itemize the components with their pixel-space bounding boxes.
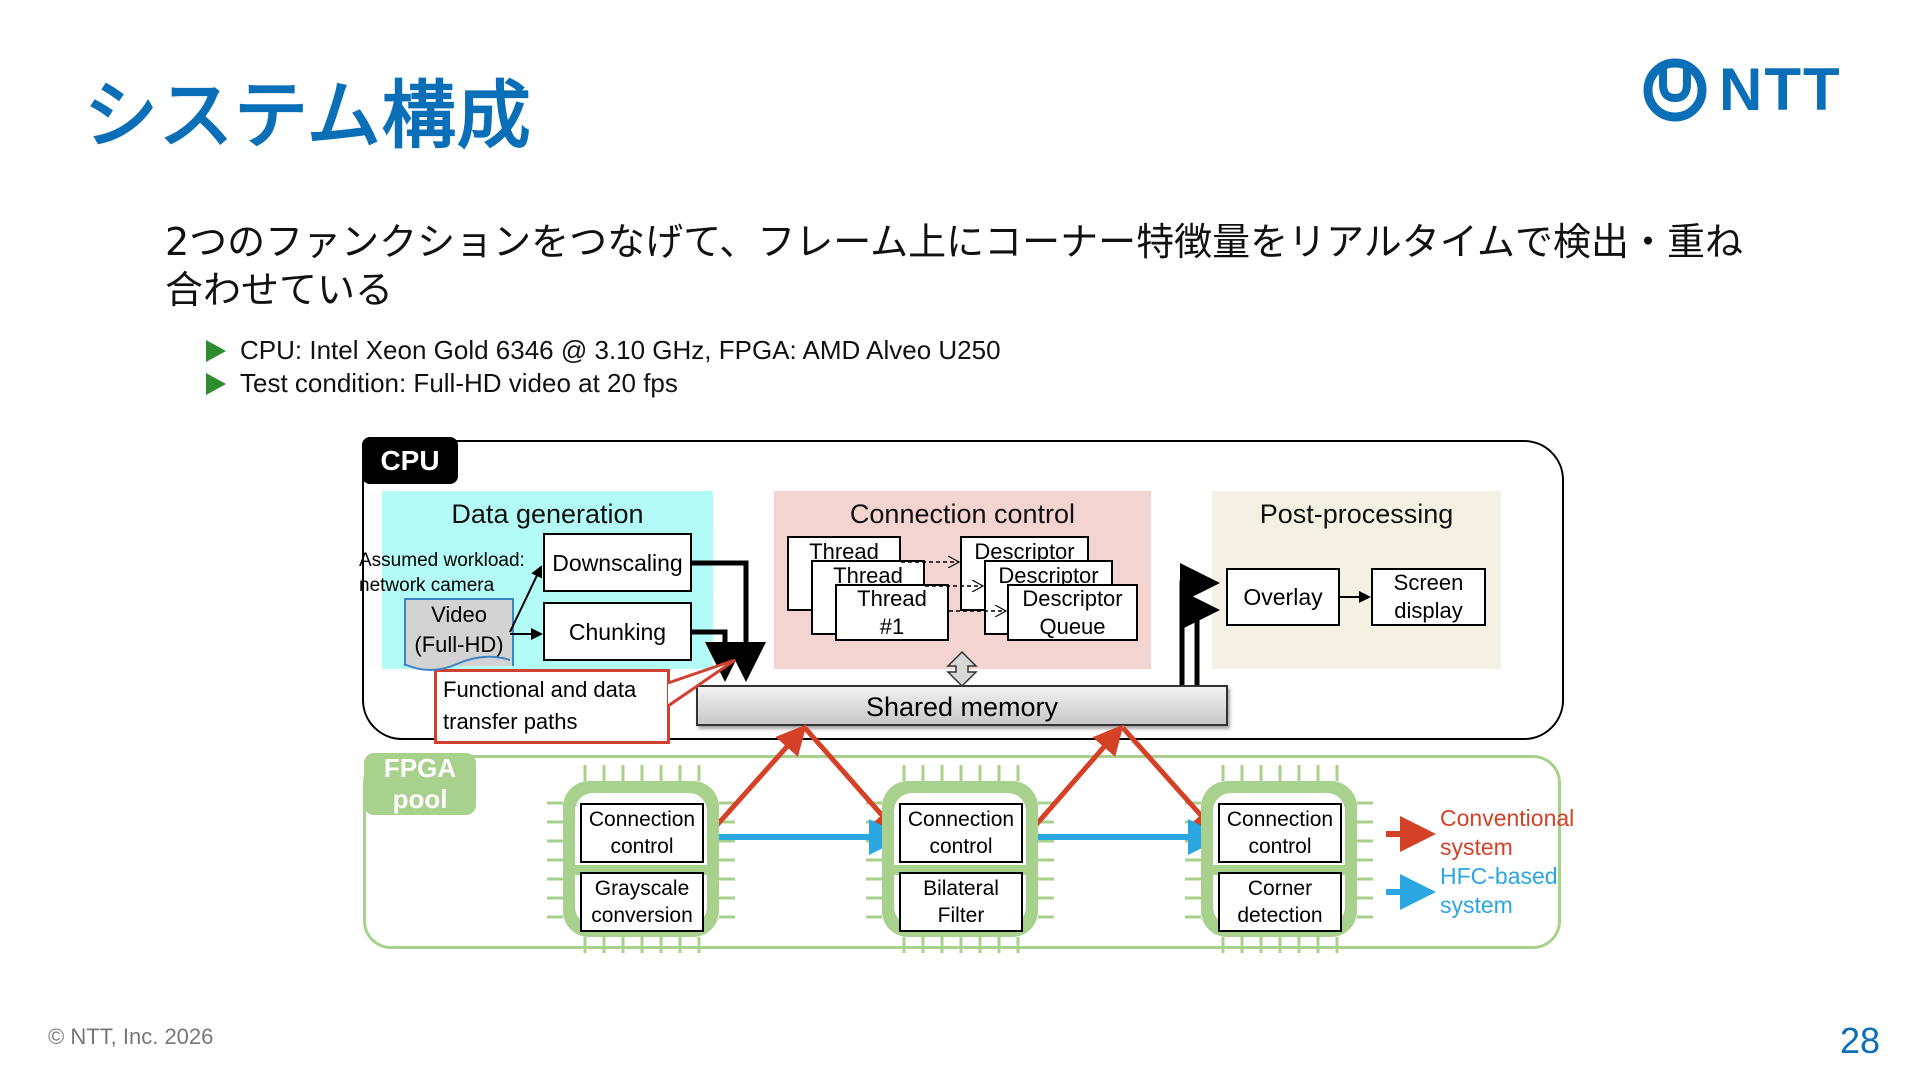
video-line2: (Full-HD) <box>414 632 504 657</box>
thread-front-line1: Thread <box>857 585 927 611</box>
legend-conventional-line2: system <box>1440 834 1513 860</box>
chip2-bottom-line1: Bilateral <box>923 877 999 900</box>
bullet-item: CPU: Intel Xeon Gold 6346 @ 3.10 GHz, FP… <box>206 334 1001 367</box>
fpga-chip-1: Connection control Grayscale conversion <box>563 781 719 937</box>
post-processing-title: Post-processing <box>1259 499 1454 529</box>
chip2-connection-control: Connection control <box>899 803 1023 863</box>
chip3-top-line2: control <box>1248 835 1312 858</box>
screen-display-box: Screen display <box>1371 568 1486 626</box>
screen-line2: display <box>1394 598 1463 623</box>
video-source: Video (Full-HD) <box>404 598 514 666</box>
ntt-logo: NTT <box>1643 58 1843 122</box>
legend-hfc: HFC-based system <box>1440 862 1558 920</box>
chip1-top-line2: control <box>610 835 674 858</box>
chip1-top-line1: Connection <box>588 808 696 831</box>
bullet-item: Test condition: Full-HD video at 20 fps <box>206 367 1001 400</box>
fpga-pool-label: FPGA pool <box>364 753 476 815</box>
ntt-logo-text: NTT <box>1719 56 1842 123</box>
ntt-logo-icon <box>1643 58 1707 122</box>
shared-memory-bar: Shared memory <box>696 685 1228 726</box>
connection-control-title: Connection control <box>849 499 1076 529</box>
page-number: 28 <box>1840 1020 1881 1061</box>
chip3-bottom-line1: Corner <box>1247 877 1313 900</box>
workload-note-line1: Assumed workload: <box>359 550 525 571</box>
fpga-label-line1: FPGA <box>383 753 457 783</box>
bullet-arrow-icon <box>206 339 226 362</box>
chip2-top-line1: Connection <box>907 808 1015 831</box>
legend-hfc-line1: HFC-based <box>1440 863 1558 889</box>
fpga-chip-3: Connection control Corner detection <box>1201 781 1357 937</box>
legend-conventional-line1: Conventional <box>1440 805 1575 831</box>
descriptor-front-line2: Queue <box>1039 613 1106 639</box>
cpu-label: CPU <box>362 437 458 484</box>
chip1-bottom-line1: Grayscale <box>594 877 690 900</box>
chip3-top-line1: Connection <box>1226 808 1334 831</box>
workload-note: Assumed workload: network camera <box>359 548 525 598</box>
chip2-top-line2: control <box>929 835 993 858</box>
bullet-text: Test condition: Full-HD video at 20 fps <box>240 368 678 398</box>
spec-bullets: CPU: Intel Xeon Gold 6346 @ 3.10 GHz, FP… <box>206 334 1001 400</box>
chunking-box: Chunking <box>543 602 692 661</box>
callout-line2: transfer paths <box>443 709 578 734</box>
fpga-label-line2: pool <box>392 784 448 814</box>
slide-title: システム構成 <box>84 73 532 159</box>
chip2-bilateral-filter: Bilateral Filter <box>899 872 1023 932</box>
bullet-text: CPU: Intel Xeon Gold 6346 @ 3.10 GHz, FP… <box>240 335 1001 365</box>
bullet-arrow-icon <box>206 372 226 395</box>
fpga-chip-2: Connection control Bilateral Filter <box>882 781 1038 937</box>
legend-conventional: Conventional system <box>1440 804 1574 862</box>
screen-line1: Screen <box>1393 570 1464 595</box>
copyright-footer: © NTT, Inc. 2026 <box>48 1024 214 1049</box>
chip3-corner-detection: Corner detection <box>1218 872 1342 932</box>
video-line1: Video <box>431 602 487 627</box>
chip3-bottom-line2: detection <box>1237 904 1323 927</box>
data-generation-title: Data generation <box>451 499 644 529</box>
transfer-paths-callout: Functional and data transfer paths <box>434 669 670 744</box>
descriptor-front-line1: Descriptor <box>1022 585 1123 611</box>
cpu-container <box>362 440 1564 740</box>
slide-subtitle: 2つのファンクションをつなげて、フレーム上にコーナー特徴量をリアルタイムで検出・… <box>165 220 1744 312</box>
chip1-connection-control: Connection control <box>580 803 704 863</box>
chip2-bottom-line2: Filter <box>937 904 985 927</box>
descriptor-queue-box: Descriptor Queue <box>1007 584 1138 641</box>
chip1-grayscale-conversion: Grayscale conversion <box>580 872 704 932</box>
chip3-connection-control: Connection control <box>1218 803 1342 863</box>
workload-note-line2: network camera <box>359 575 495 596</box>
overlay-box: Overlay <box>1226 568 1340 626</box>
thread-box-front: Thread #1 <box>835 584 949 641</box>
chip1-bottom-line2: conversion <box>591 904 693 927</box>
legend-hfc-line2: system <box>1440 892 1513 918</box>
callout-line1: Functional and data <box>443 677 637 702</box>
downscaling-box: Downscaling <box>543 533 692 592</box>
thread-front-line2: #1 <box>879 613 905 639</box>
